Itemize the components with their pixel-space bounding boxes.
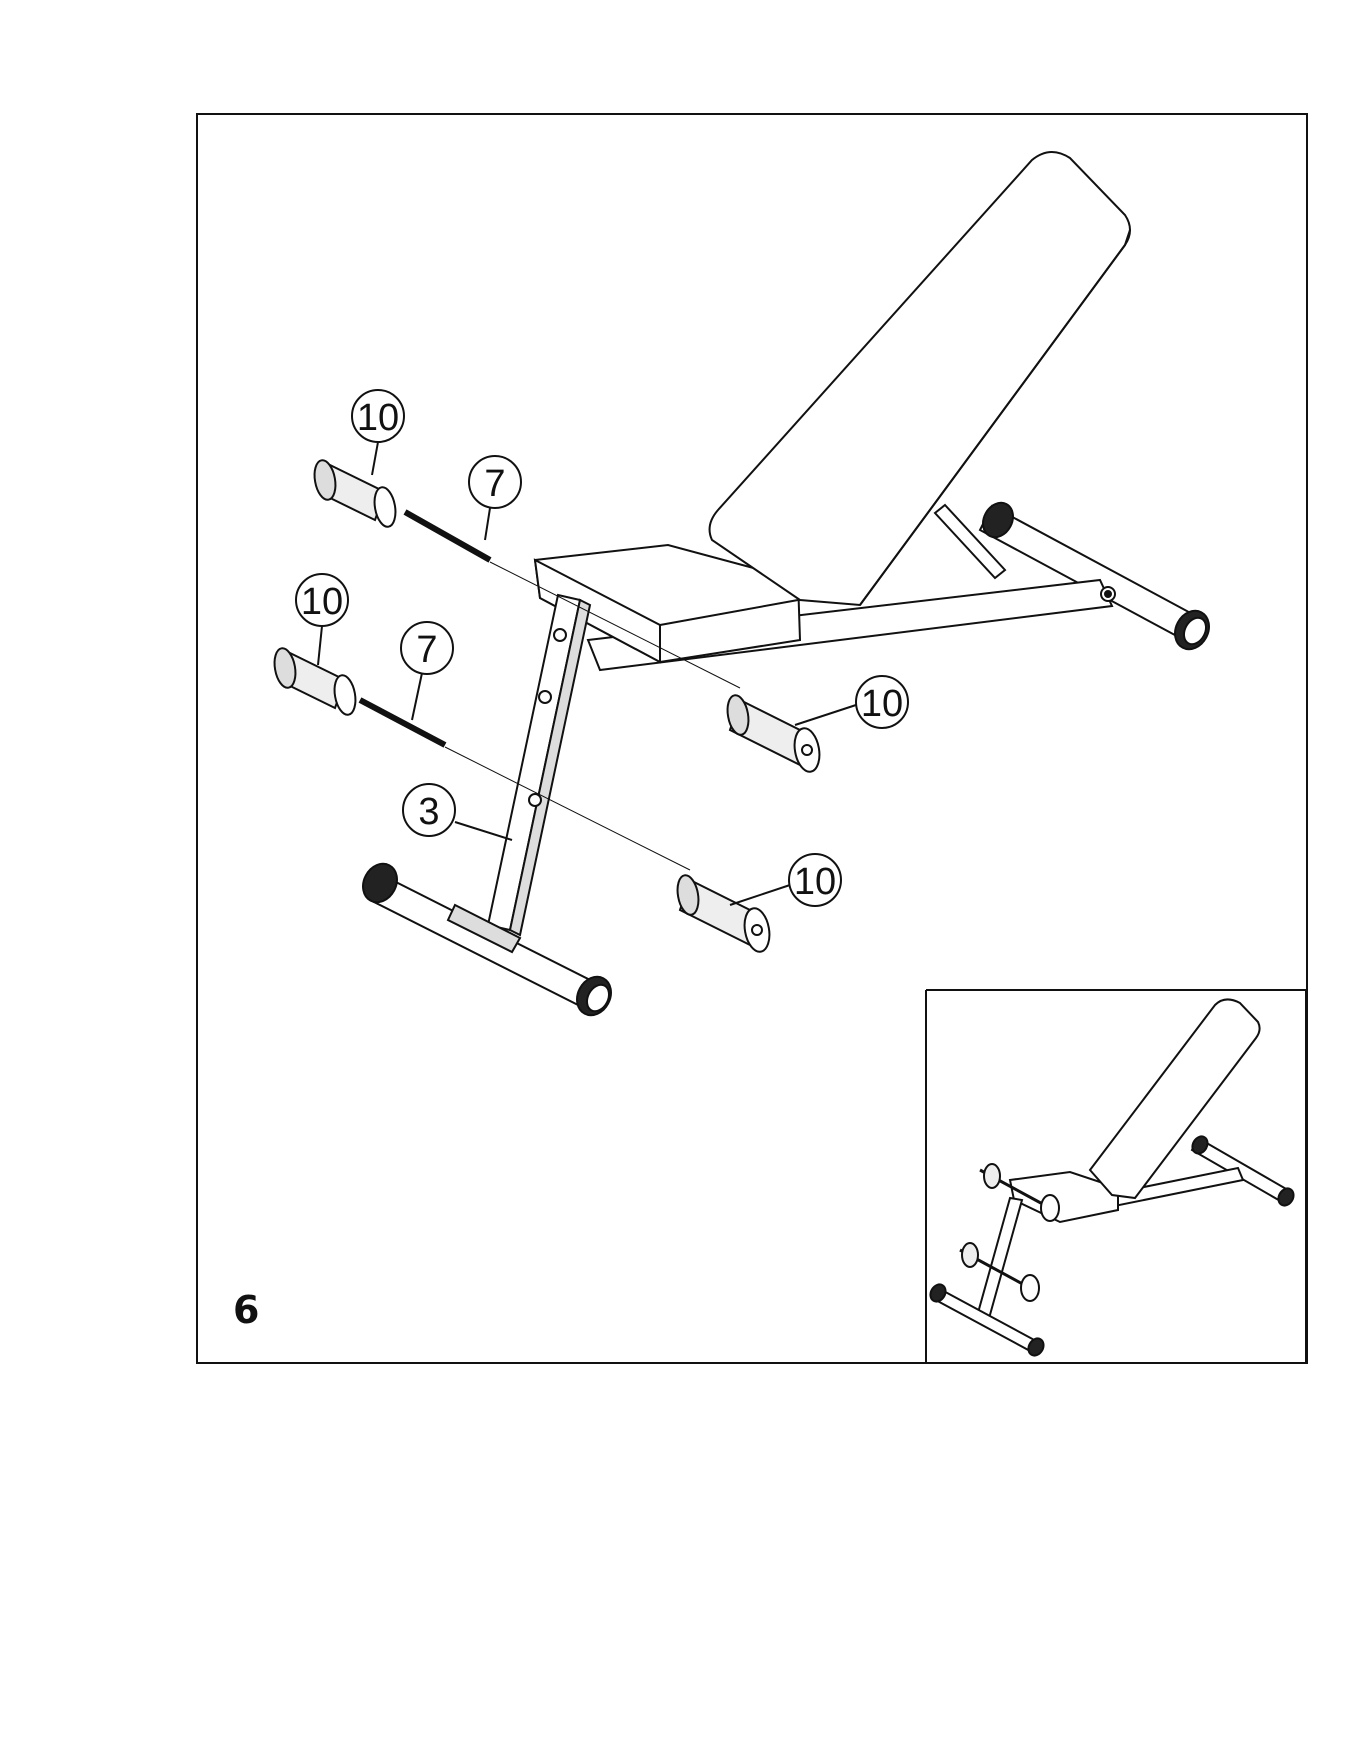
callout-upper-back-foam-roller: 10: [352, 390, 404, 475]
callout-lower-roller-tube: 7: [401, 622, 453, 720]
callout-label: 7: [416, 629, 437, 671]
rear-base-tube: [977, 498, 1215, 656]
callout-label: 7: [484, 463, 505, 505]
front-base-tube: [356, 858, 617, 1021]
backrest-pad: [710, 152, 1130, 605]
callout-upper-roller-tube: 7: [469, 456, 521, 540]
callout-front-leg-post: 3: [403, 784, 512, 840]
callout-label: 10: [861, 683, 903, 725]
callout-lower-front-foam-roller: 10: [730, 854, 841, 906]
callout-label: 10: [301, 581, 343, 623]
assembled-bench-inset: [926, 990, 1306, 1362]
callout-upper-front-foam-roller: 10: [795, 676, 908, 728]
step-number: 6: [233, 1288, 259, 1332]
front-leg-post: [488, 595, 590, 935]
callout-label: 3: [418, 791, 439, 833]
callout-lower-back-foam-roller: 10: [296, 574, 348, 665]
callout-label: 10: [357, 397, 399, 439]
bench-illustration: [272, 152, 1216, 1021]
callout-label: 10: [794, 861, 836, 903]
